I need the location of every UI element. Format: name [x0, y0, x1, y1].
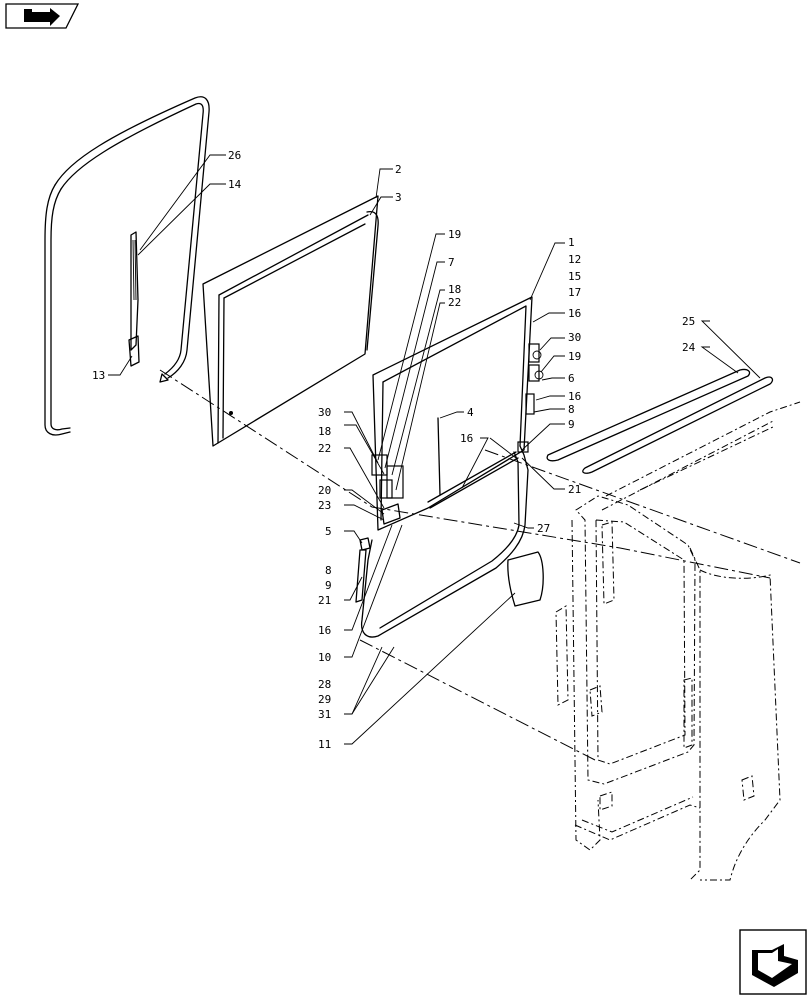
arrow-back-icon [24, 8, 60, 26]
latch-assembly [355, 454, 404, 603]
callout-30-right: 30 [568, 331, 581, 344]
callout-31: 31 [318, 708, 331, 721]
callout-16-left: 16 [318, 624, 331, 637]
prev-page-button[interactable] [5, 3, 80, 29]
callout-14: 14 [228, 178, 242, 191]
callout-11: 11 [318, 738, 331, 751]
callout-23: 23 [318, 499, 331, 512]
cab-frame [555, 401, 801, 881]
rail-strips [546, 368, 774, 474]
hinge-assembly [517, 343, 544, 453]
callout-15: 15 [568, 270, 581, 283]
callout-27: 27 [537, 522, 550, 535]
seal-strip-part-14 [128, 231, 140, 367]
callout-18-top: 18 [448, 283, 461, 296]
next-page-button[interactable] [739, 929, 807, 995]
callout-17: 17 [568, 286, 581, 299]
callout-5: 5 [325, 525, 332, 538]
glass-panel [202, 195, 379, 447]
callout-21-left: 21 [318, 594, 331, 607]
callout-7: 7 [448, 256, 455, 269]
callout-20: 20 [318, 484, 331, 497]
callout-8-right: 8 [568, 403, 575, 416]
callout-2: 2 [395, 163, 402, 176]
door-frame [360, 296, 544, 638]
callout-16-mid: 16 [460, 432, 473, 445]
callout-9-left: 9 [325, 579, 332, 592]
callout-29: 29 [318, 693, 331, 706]
callout-16-right-top: 16 [568, 307, 581, 320]
arrow-forward-icon [752, 944, 798, 987]
callout-4: 4 [467, 406, 474, 419]
callout-19-top: 19 [448, 228, 461, 241]
callout-26: 26 [228, 149, 241, 162]
callout-24: 24 [682, 341, 696, 354]
callout-28: 28 [318, 678, 331, 691]
callout-16-right-mid: 16 [568, 390, 581, 403]
callout-10: 10 [318, 651, 331, 664]
door-seal-outer [44, 96, 210, 436]
callout-1: 1 [568, 236, 575, 249]
callout-8-left: 8 [325, 564, 332, 577]
callout-22-top: 22 [448, 296, 461, 309]
callout-6: 6 [568, 372, 575, 385]
callout-labels: 26 14 13 2 3 19 7 18 22 1 12 15 17 16 30… [92, 149, 696, 751]
callout-18-left: 18 [318, 425, 331, 438]
callout-19-right: 19 [568, 350, 581, 363]
callout-3: 3 [395, 191, 402, 204]
callout-9-right: 9 [568, 418, 575, 431]
center-lines [159, 369, 801, 761]
callout-13: 13 [92, 369, 105, 382]
callout-25: 25 [682, 315, 695, 328]
leader-lines [108, 154, 761, 745]
callout-22-left: 22 [318, 442, 331, 455]
callout-30-left: 30 [318, 406, 331, 419]
glass-seal-strip [366, 210, 379, 351]
callout-21-right: 21 [568, 483, 581, 496]
callout-12: 12 [568, 253, 581, 266]
